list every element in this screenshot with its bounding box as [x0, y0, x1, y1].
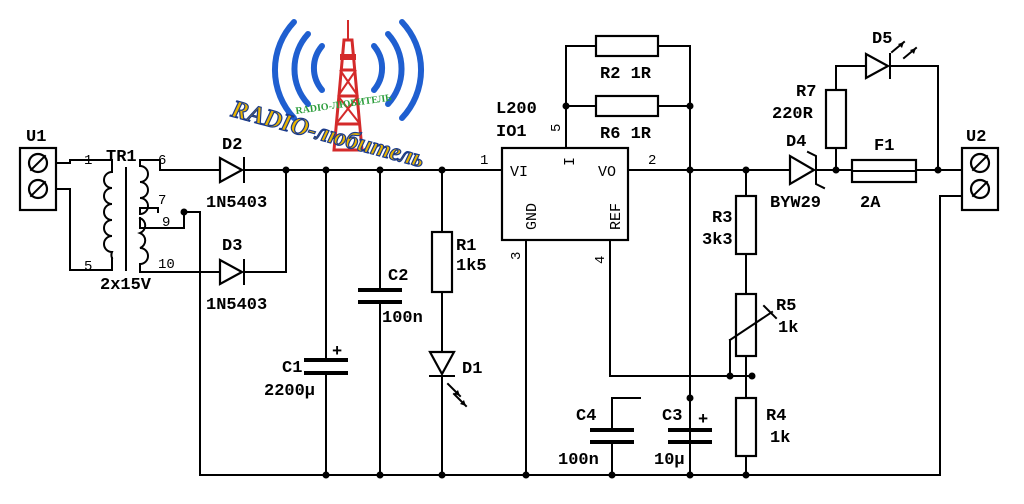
- d5-label: D5: [872, 30, 892, 49]
- r1-label: R1: [456, 237, 476, 256]
- c3-polarity: +: [698, 411, 708, 430]
- potentiometer-r5: R5 1k: [728, 292, 798, 358]
- d3-type: 1N5403: [206, 296, 267, 315]
- radio-waves-icon: [271, 19, 425, 121]
- fuse-f1: F1 2A: [850, 137, 918, 213]
- c1-polarity: +: [332, 343, 342, 362]
- tr1-pin-7: 7: [158, 193, 166, 209]
- d4-type: BYW29: [770, 194, 821, 213]
- r6-label: R6 1R: [600, 125, 652, 144]
- c3-label: C3: [662, 407, 682, 426]
- r3-label: R3: [712, 209, 732, 228]
- c4-label: C4: [576, 407, 596, 426]
- resistor-r4: R4 1k: [734, 396, 790, 458]
- r1-value: 1k5: [456, 257, 487, 276]
- led-d1: D1: [428, 350, 482, 408]
- ic-pin-4: 4: [593, 256, 609, 264]
- capacitor-c2: C2 100n: [358, 267, 423, 328]
- radio-tower-icon: [332, 20, 364, 152]
- tr1-pin-6: 6: [158, 153, 166, 169]
- d2-label: D2: [222, 136, 242, 155]
- ic-pin-3: 3: [509, 252, 525, 260]
- capacitor-c4: C4 100n: [558, 407, 634, 470]
- r7-value: 220R: [772, 105, 814, 124]
- c1-value: 2200µ: [264, 382, 315, 401]
- diode-d4: D4 BYW29: [770, 133, 826, 213]
- resistor-r1: R1 1k5: [430, 230, 487, 294]
- resistor-r3: R3 3k3: [702, 194, 758, 256]
- led-d5: D5: [864, 30, 918, 80]
- capacitor-c1: + C1 2200µ: [264, 343, 348, 401]
- r3-value: 3k3: [702, 231, 733, 250]
- c1-label: C1: [282, 359, 302, 378]
- tr1-label: TR1: [106, 148, 137, 167]
- ic-pin-2: 2: [648, 153, 656, 169]
- tr1-pin-5: 5: [84, 259, 92, 275]
- c3-value: 10µ: [654, 451, 685, 470]
- terminal-u2: U2: [960, 128, 1000, 212]
- c2-value: 100n: [382, 309, 423, 328]
- radio-lyubitel-logo: RADIO-ЛЮБИТЕЛЬ RADIO-любитель: [227, 19, 428, 174]
- ic-pin-ref: REF: [608, 203, 625, 230]
- ic-ref: IO1: [496, 123, 527, 142]
- r7-label: R7: [796, 83, 816, 102]
- junctions: [282, 102, 942, 479]
- u2-label: U2: [966, 128, 986, 147]
- ic-pin-i: I: [562, 157, 579, 166]
- ic-pin-5: 5: [549, 124, 565, 132]
- diode-d2: D2 1N5403: [206, 136, 267, 213]
- r2-label: R2 1R: [600, 65, 652, 84]
- d2-type: 1N5403: [206, 194, 267, 213]
- tr1-rating: 2x15V: [100, 276, 152, 295]
- r5-label: R5: [776, 297, 796, 316]
- u1-label: U1: [26, 128, 46, 147]
- transformer-tr1: TR1 2x15V 1 5 6 7 9 10: [84, 148, 188, 295]
- resistor-r7: R7 220R: [772, 83, 848, 150]
- tr1-pin-1: 1: [84, 153, 92, 169]
- ic-pin-vi: VI: [510, 164, 528, 181]
- resistor-r2: R2 1R: [594, 34, 660, 84]
- resistor-r6: R6 1R: [594, 94, 660, 144]
- f1-value: 2A: [860, 194, 881, 213]
- d3-label: D3: [222, 237, 242, 256]
- r4-value: 1k: [770, 429, 790, 448]
- tr1-pin-10: 10: [158, 257, 175, 273]
- capacitor-c3: + C3 10µ: [654, 407, 712, 470]
- diode-d3: D3 1N5403: [206, 237, 267, 315]
- ic-l200: VI VO GND REF I L200 IO1 1 2 3 4 5: [480, 100, 656, 264]
- ic-type: L200: [496, 100, 537, 119]
- r5-value: 1k: [778, 319, 798, 338]
- d1-label: D1: [462, 360, 482, 379]
- ic-pin-1: 1: [480, 153, 488, 169]
- tr1-pin-9: 9: [162, 215, 170, 231]
- r4-label: R4: [766, 407, 786, 426]
- terminal-u1: U1: [18, 128, 58, 212]
- ic-pin-gnd: GND: [524, 203, 541, 230]
- c2-label: C2: [388, 267, 408, 286]
- f1-label: F1: [874, 137, 894, 156]
- c4-value: 100n: [558, 451, 599, 470]
- d4-label: D4: [786, 133, 806, 152]
- ic-pin-vo: VO: [598, 164, 616, 181]
